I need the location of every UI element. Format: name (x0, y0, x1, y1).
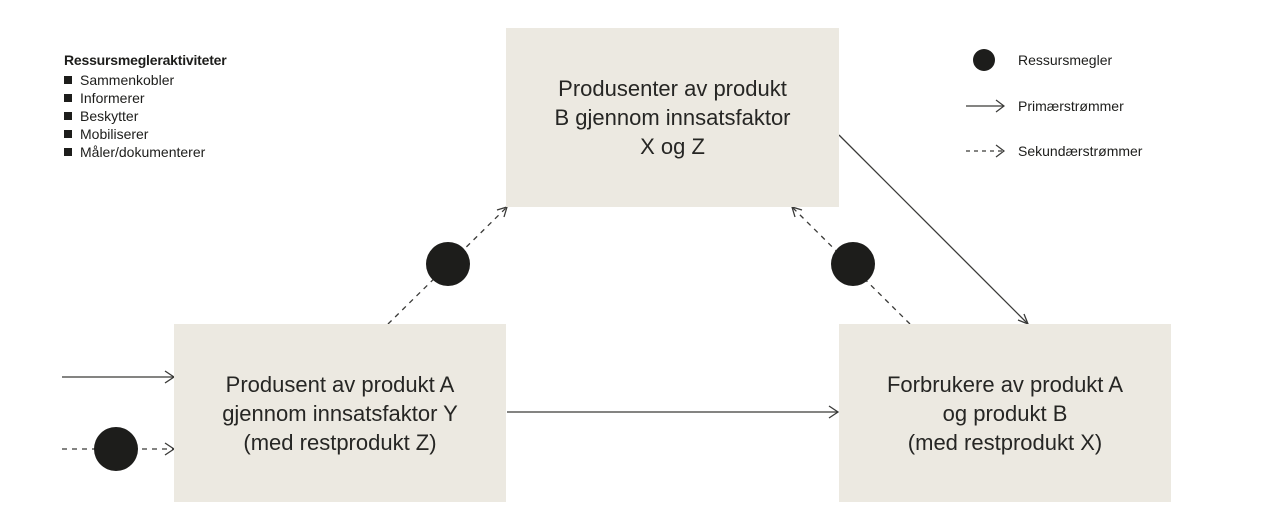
broker-dot-icon (94, 427, 138, 471)
activity-item: Sammenkobler (64, 71, 227, 89)
broker-dot-icon (426, 242, 470, 286)
box-producers-b: Produsenter av produkt B gjennom innsats… (506, 28, 839, 207)
square-bullet-icon (64, 130, 72, 138)
box-text-line: Produsent av produkt A (225, 371, 455, 397)
box-text-line: (med restprodukt X) (907, 429, 1103, 455)
activities-title: Ressursmegleraktiviteter (64, 52, 227, 68)
box-consumers: Forbrukere av produkt A og produkt B (me… (839, 324, 1171, 502)
legend-label-primary: Primærstrømmer (1018, 98, 1124, 114)
activity-label: Måler/dokumenterer (80, 144, 206, 160)
broker-dot-icon (973, 49, 995, 71)
square-bullet-icon (64, 148, 72, 156)
activity-label: Beskytter (80, 108, 139, 124)
activity-item: Informerer (64, 89, 227, 107)
box-text-line: gjennom innsatsfaktor Y (222, 400, 458, 426)
primary-flow-top-to-right (838, 134, 1030, 326)
activity-label: Sammenkobler (80, 72, 175, 88)
legend-row-broker: Ressursmegler (966, 46, 1206, 74)
legend-row-secondary: Sekundærstrømmer (966, 137, 1206, 165)
activity-label: Informerer (80, 90, 145, 106)
dashed-arrow-icon (966, 144, 1005, 158)
activity-item: Beskytter (64, 107, 227, 125)
activity-item: Måler/dokumenterer (64, 143, 227, 161)
primary-flow-input (62, 370, 176, 384)
box-producer-a: Produsent av produkt A gjennom innsatsfa… (174, 324, 506, 502)
box-text-line: og produkt B (942, 400, 1068, 426)
box-text-line: B gjennom innsatsfaktor (554, 105, 791, 130)
solid-arrow-icon (966, 99, 1005, 113)
square-bullet-icon (64, 94, 72, 102)
legend-label-broker: Ressursmegler (1018, 52, 1113, 68)
activity-item: Mobiliserer (64, 125, 227, 143)
square-bullet-icon (64, 112, 72, 120)
box-text-line: (med restprodukt Z) (243, 429, 437, 455)
legend-row-primary: Primærstrømmer (966, 92, 1206, 120)
activities-list: Ressursmegleraktiviteter Sammenkobler In… (64, 52, 227, 161)
box-text-line: Forbrukere av produkt A (886, 371, 1123, 397)
square-bullet-icon (64, 76, 72, 84)
activity-label: Mobiliserer (80, 126, 149, 142)
legend-label-secondary: Sekundærstrømmer (1018, 143, 1143, 159)
box-text-line: Produsenter av produkt (558, 76, 787, 101)
primary-flow-left-to-right (507, 405, 840, 419)
broker-dot-icon (831, 242, 875, 286)
box-text-line: X og Z (640, 134, 705, 159)
